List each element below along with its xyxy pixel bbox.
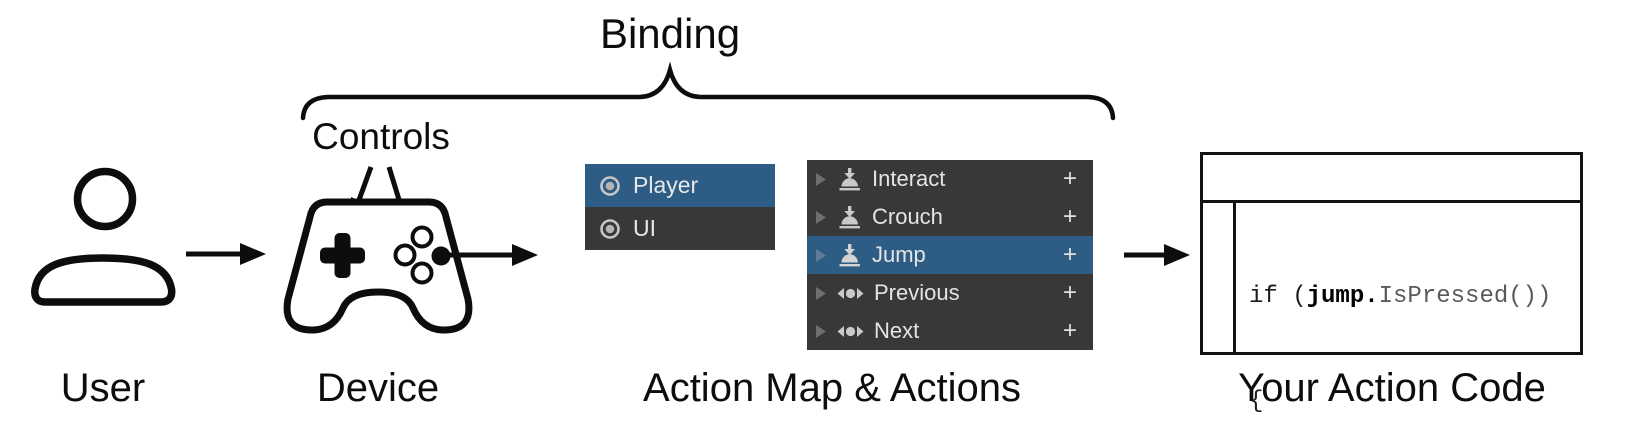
- action-row-label: Next: [874, 318, 920, 343]
- code-gutter-divider: [1233, 203, 1236, 352]
- dpad-icon: [320, 233, 365, 278]
- axis-action-icon: [837, 325, 864, 337]
- user-icon: [31, 167, 176, 306]
- action-code-window: if (jump.IsPressed()) { // your code }: [1200, 152, 1583, 415]
- add-binding-button[interactable]: +: [1062, 317, 1077, 344]
- action-map-row-label: UI: [633, 215, 656, 241]
- action-row-next[interactable]: Next +: [807, 312, 1093, 350]
- code-text: IsPressed()): [1378, 283, 1552, 310]
- action-row-label: Jump: [872, 242, 926, 267]
- action-code-label: Your Action Code: [1238, 366, 1546, 410]
- action-row-crouch[interactable]: Crouch +: [807, 198, 1093, 236]
- code-window-titlebar: [1203, 155, 1580, 203]
- foldout-triangle-icon[interactable]: [815, 286, 827, 301]
- button-action-icon: [839, 243, 860, 266]
- face-buttons-icon: [393, 225, 451, 285]
- foldout-triangle-icon[interactable]: [815, 248, 827, 263]
- arrow-device-to-actionmap: [443, 244, 538, 266]
- code-editor-text: if (jump.IsPressed()) { // your code }: [1249, 209, 1551, 434]
- user-label: User: [60, 366, 146, 410]
- arrow-user-to-device: [186, 243, 266, 265]
- action-row-label: Crouch: [872, 204, 943, 229]
- code-line: if (jump.IsPressed()): [1249, 279, 1551, 314]
- action-row-jump[interactable]: Jump +: [807, 236, 1093, 274]
- axis-action-icon: [837, 287, 864, 299]
- action-map-icon: [600, 218, 620, 239]
- foldout-triangle-icon[interactable]: [815, 324, 827, 339]
- action-map-label: Action Map & Actions: [643, 366, 1021, 410]
- action-map-icon: [600, 175, 620, 196]
- action-map-row-ui[interactable]: UI: [585, 207, 775, 250]
- action-row-interact[interactable]: Interact +: [807, 160, 1093, 198]
- foldout-triangle-icon[interactable]: [815, 210, 827, 225]
- foldout-triangle-icon[interactable]: [815, 172, 827, 187]
- gamepad-icon: [283, 198, 473, 334]
- add-binding-button[interactable]: +: [1062, 241, 1077, 268]
- action-map-panel: Player UI: [585, 164, 775, 250]
- binding-label: Binding: [599, 10, 741, 57]
- action-map-row-label: Player: [633, 172, 699, 198]
- action-row-label: Interact: [872, 166, 946, 191]
- action-map-row-player[interactable]: Player: [585, 164, 775, 207]
- actions-panel: Interact + Crouch +: [807, 160, 1093, 350]
- arrow-actions-to-code: [1124, 244, 1190, 266]
- button-action-icon: [839, 167, 860, 190]
- controls-label: Controls: [312, 116, 450, 157]
- action-row-previous[interactable]: Previous +: [807, 274, 1093, 312]
- add-binding-button[interactable]: +: [1062, 165, 1077, 192]
- code-text: {: [1249, 388, 1264, 415]
- binding-brace: [300, 61, 1116, 121]
- code-text: jump.: [1306, 283, 1379, 310]
- button-action-icon: [839, 205, 860, 228]
- action-row-label: Previous: [874, 280, 960, 305]
- add-binding-button[interactable]: +: [1062, 203, 1077, 230]
- code-line: {: [1249, 384, 1551, 419]
- code-text: if (: [1249, 283, 1307, 310]
- add-binding-button[interactable]: +: [1062, 279, 1077, 306]
- device-label: Device: [316, 366, 440, 410]
